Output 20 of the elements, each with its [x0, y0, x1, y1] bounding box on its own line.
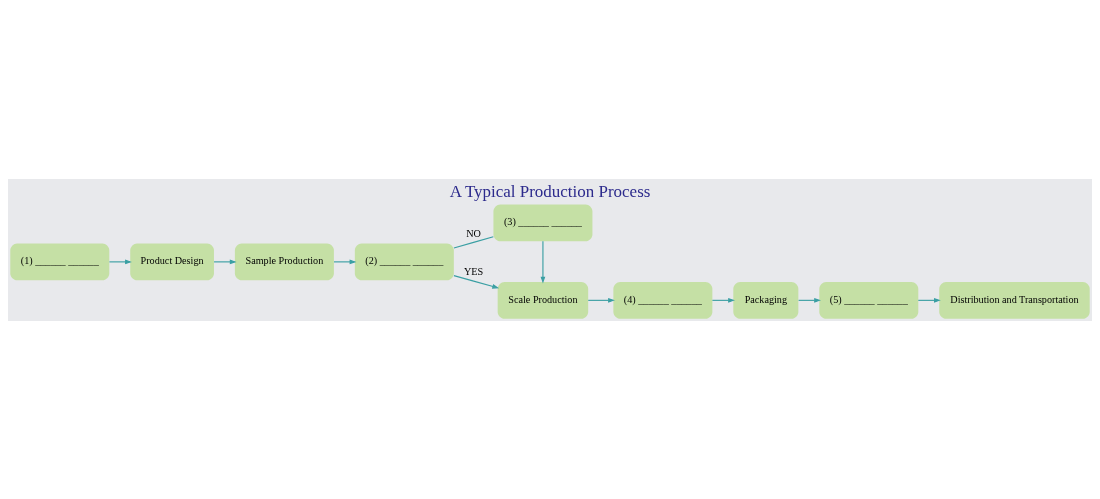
node-box: (2) ______ ______ [354, 243, 454, 280]
arrow [108, 259, 132, 264]
edge-label: NO [466, 227, 481, 239]
arrow [453, 274, 500, 289]
node-box: Sample Production [234, 243, 334, 280]
arrow [540, 240, 546, 284]
edge-label: YES [464, 265, 484, 277]
node-box: Packaging [733, 281, 799, 319]
node-box: (3) ______ ______ [493, 203, 593, 241]
diagram-title: A Typical Production Process [449, 181, 651, 201]
arrow [213, 259, 237, 264]
connector [453, 235, 494, 248]
node-box: Product Design [130, 243, 214, 280]
arrow [587, 297, 615, 303]
arrow [333, 259, 357, 264]
node-box: (5) ______ ______ [819, 281, 919, 319]
node-box: Scale Production [497, 281, 589, 319]
node-box: Distribution and Transportation [939, 281, 1090, 319]
node-box: (1) ______ ______ [10, 243, 110, 280]
node-box: (4) ______ ______ [613, 281, 713, 319]
